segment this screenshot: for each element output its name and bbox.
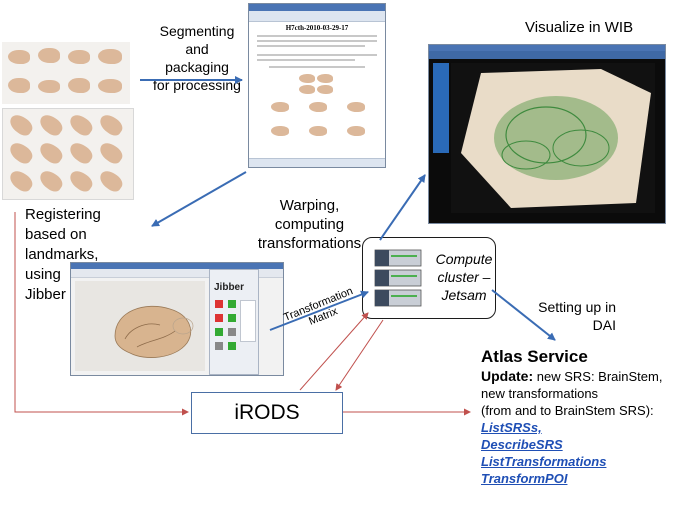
wib-menu-bar (429, 51, 665, 59)
link-listsrss[interactable]: ListSRSs, (481, 420, 542, 435)
registering-label: Registering based on landmarks, using Ji… (25, 206, 101, 303)
visualize-label: Visualize in WIB (525, 19, 634, 36)
arrow-to-registering (151, 171, 247, 227)
arrow-matrix (269, 290, 369, 331)
browser-title-bar (249, 4, 385, 11)
atlas-title: Atlas Service (481, 347, 588, 366)
arrow-red-cluster-to-irods (335, 319, 384, 391)
update-line-2: new transformations (481, 386, 599, 401)
link-describesrs[interactable]: DescribeSRS (481, 437, 563, 452)
setting-up-label: Setting up in DAI (538, 299, 616, 333)
server-icon (374, 249, 422, 307)
arrow-to-wib (379, 174, 426, 241)
arrow-setting-up (491, 289, 556, 341)
jibber-logo: Jibber (214, 282, 245, 293)
link-transformpoi[interactable]: TransformPOI (481, 471, 568, 486)
atlas-service: Atlas Service Update: new SRS: BrainStem… (481, 346, 677, 487)
page-heading: H7cth-2010-03-29-17 (285, 24, 349, 32)
irods-label: iRODS (234, 401, 300, 424)
browser-toolbar (249, 11, 385, 22)
atlas-update: Update: new SRS: BrainStem, new transfor… (481, 368, 677, 419)
segmented-slices-top (2, 42, 130, 104)
wib-brain-overlay (461, 69, 651, 208)
compute-cluster-label: Compute cluster – Jetsam (435, 251, 493, 303)
wib-screenshot (428, 44, 666, 224)
wib-title-bar (429, 45, 665, 51)
jibber-screenshot: Jibber (70, 262, 284, 376)
web-page-screenshot: H7cth-2010-03-29-17 (248, 3, 386, 168)
arrow-red-left (14, 212, 189, 416)
update-line-3: (from and to BrainStem SRS): (481, 403, 654, 418)
jibber-title-bar (71, 263, 283, 269)
irods-box: iRODS (191, 392, 343, 434)
jibber-canvas (75, 281, 205, 371)
arrow-red-irods-to-cluster (299, 312, 369, 391)
jibber-brain-image (114, 305, 194, 358)
segmented-slices-bottom (2, 108, 134, 200)
compute-cluster-box: Compute cluster – Jetsam (362, 237, 496, 319)
warping-label: Warping, computing transformations (257, 197, 362, 252)
link-listtransformations[interactable]: ListTransformations (481, 454, 607, 469)
update-line-1: new SRS: BrainStem, (536, 369, 663, 384)
jibber-tool-panel: Jibber (209, 269, 259, 375)
update-label: Update: (481, 368, 534, 384)
wib-side-panel (433, 63, 449, 153)
wib-viewport (451, 63, 655, 213)
